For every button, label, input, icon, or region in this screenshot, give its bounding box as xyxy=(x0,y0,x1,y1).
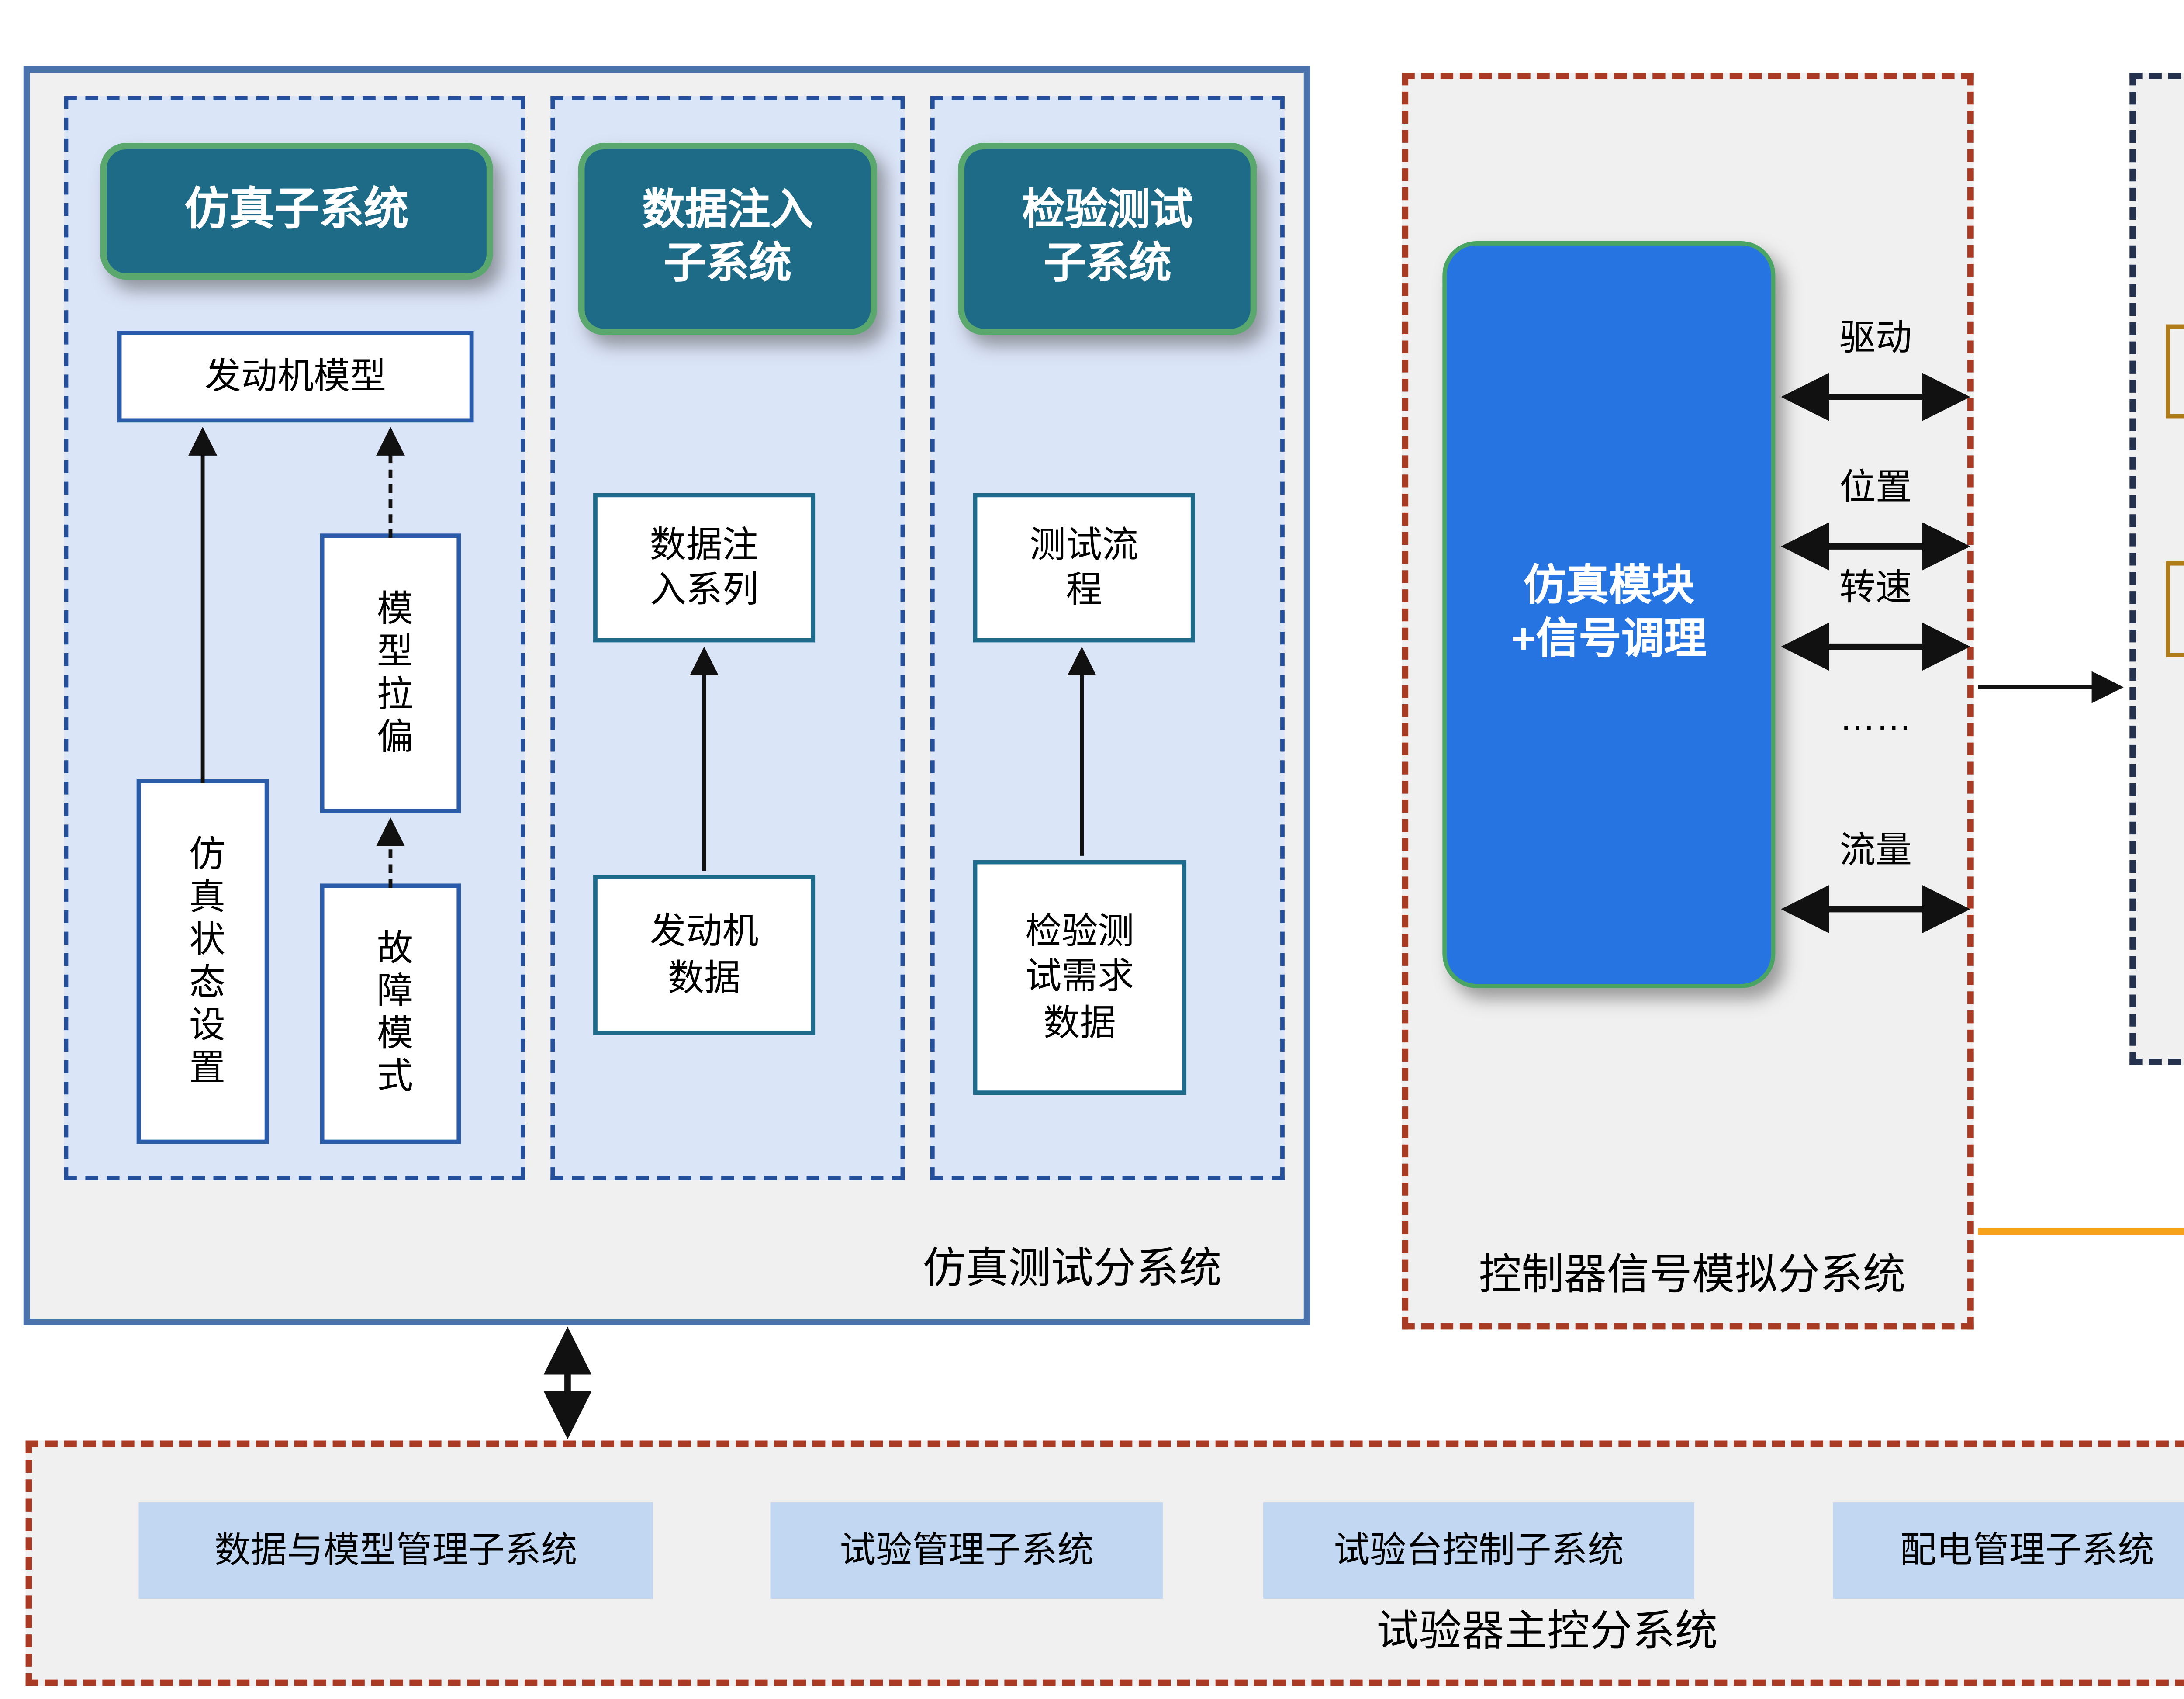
fault-mode-box: 故障模式 xyxy=(320,883,461,1144)
subsystem-bench-control: 试验台控制子系统 xyxy=(1263,1502,1694,1599)
subsystem-power-mgmt: 配电管理子系统 xyxy=(1833,1502,2184,1599)
signal-label-flow: 流量 xyxy=(1839,831,1912,872)
sim-test-panel-label: 仿真测试分系统 xyxy=(923,1245,1222,1292)
sim-state-box: 仿真状态设置 xyxy=(136,779,269,1144)
data-inject-title: 数据注入 子系统 xyxy=(578,143,877,335)
subsystem-data-model-mgmt: 数据与模型管理子系统 xyxy=(138,1502,653,1599)
fault-monitor-box: 故障监测 xyxy=(2166,561,2184,657)
sim-module-box: 仿真模块 +信号调理 xyxy=(1442,241,1776,988)
fault-inject-panel-label: 故障信号 注入分系统 xyxy=(2138,952,2184,1059)
engine-model-box: 发动机模型 xyxy=(117,331,474,423)
controller-signal-panel-label: 控制器信号模拟分系统 xyxy=(1479,1252,1906,1299)
signal-label-position: 位置 xyxy=(1839,468,1912,509)
fault-inject-box: 故障注入 xyxy=(2166,324,2184,419)
sim-subsystem-title: 仿真子系统 xyxy=(100,143,493,280)
signal-label-drive: 驱动 xyxy=(1839,318,1912,360)
signal-label-speed: 转速 xyxy=(1839,568,1912,609)
engine-data-box: 发动机 数据 xyxy=(593,875,816,1035)
test-req-box: 检验测 试需求 数据 xyxy=(973,860,1187,1095)
model-bias-box: 模型拉偏 xyxy=(320,533,461,813)
signal-label-ellipsis: …… xyxy=(1839,699,1912,740)
master-control-panel-label: 试验器主控分系统 xyxy=(1376,1608,1718,1655)
subsystem-test-mgmt: 试验管理子系统 xyxy=(770,1502,1163,1599)
verify-test-title: 检验测试 子系统 xyxy=(958,143,1257,335)
test-flow-box: 测试流 程 xyxy=(973,493,1195,643)
inject-series-box: 数据注 入系列 xyxy=(593,493,816,643)
